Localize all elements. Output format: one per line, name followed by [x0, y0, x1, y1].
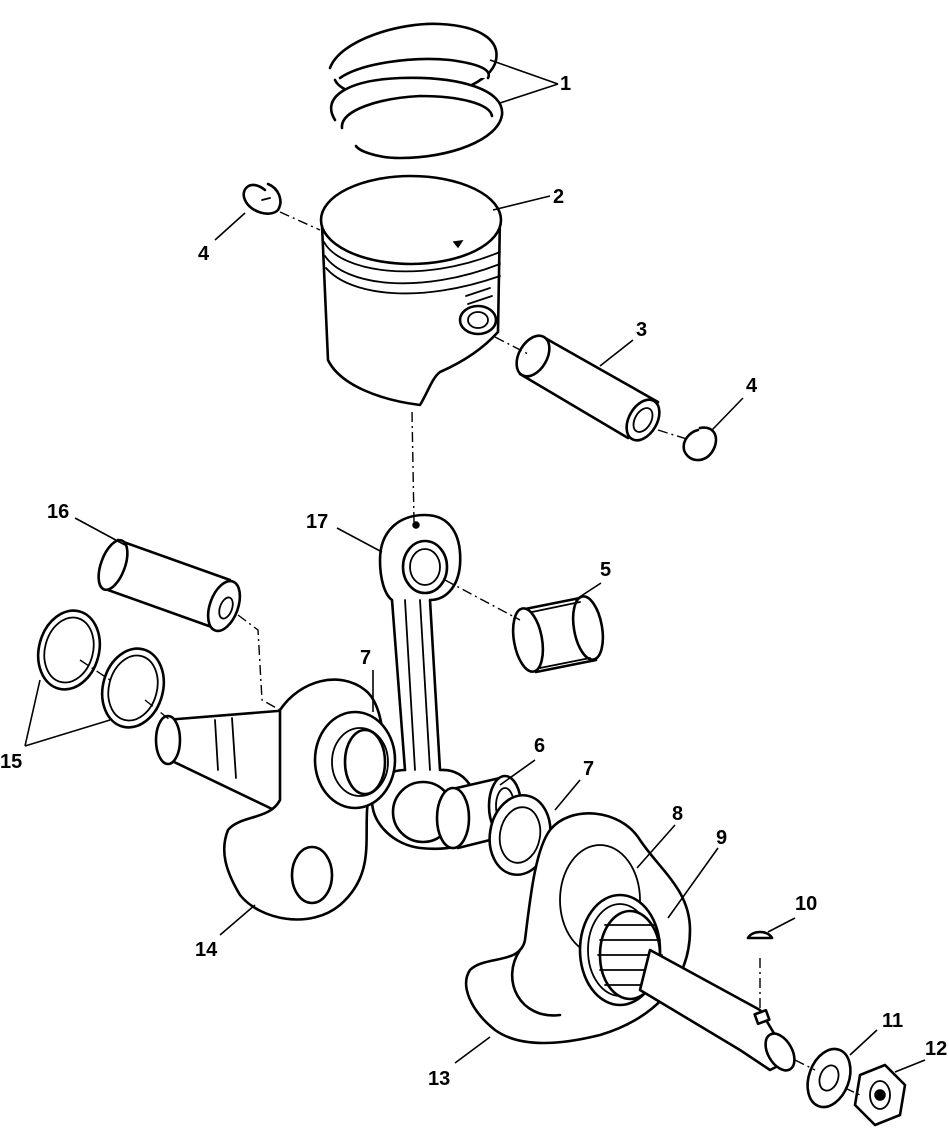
woodruff-key: [746, 930, 774, 940]
callout-9: 9: [716, 827, 727, 849]
callout-3: 3: [636, 319, 647, 341]
callout-11: 11: [882, 1010, 903, 1032]
callout-4-right: 4: [746, 375, 758, 397]
callout-10: 10: [795, 893, 817, 915]
callout-17: 17: [306, 511, 328, 533]
crank-pin: [97, 538, 242, 633]
crank-output-shaft: [638, 948, 796, 1072]
piston: [319, 174, 503, 407]
piston-rings: [328, 22, 504, 160]
washer: [806, 1047, 852, 1109]
callout-4-left: 4: [198, 243, 210, 265]
nut: [853, 1063, 907, 1127]
needle-bearing: [511, 595, 605, 674]
thrust-washer-left: [343, 728, 387, 796]
circlip-right: [682, 426, 718, 462]
assembly-axes: [79, 211, 861, 1096]
callout-8: 8: [672, 803, 683, 825]
callout-7-left: 7: [360, 647, 371, 669]
callout-15: 15: [0, 751, 22, 773]
callout-13: 13: [428, 1068, 450, 1090]
callout-1: 1: [560, 73, 571, 95]
crankshaft-left-half: [154, 678, 397, 921]
circlip-left: [242, 182, 282, 215]
callout-2: 2: [553, 186, 564, 208]
shim-washers: [36, 609, 166, 729]
callout-12: 12: [925, 1038, 947, 1060]
callout-14: 14: [195, 939, 218, 961]
callout-6: 6: [534, 735, 545, 757]
callout-5: 5: [600, 559, 611, 581]
wrist-pin: [515, 334, 661, 442]
callout-7-right: 7: [583, 758, 594, 780]
callout-labels: 1 2 3 4 4 5 6 7 7 8 9 10 11 12 13 14 15 …: [0, 73, 947, 1090]
callout-leaders: [24, 59, 926, 1073]
callout-16: 16: [47, 501, 69, 523]
